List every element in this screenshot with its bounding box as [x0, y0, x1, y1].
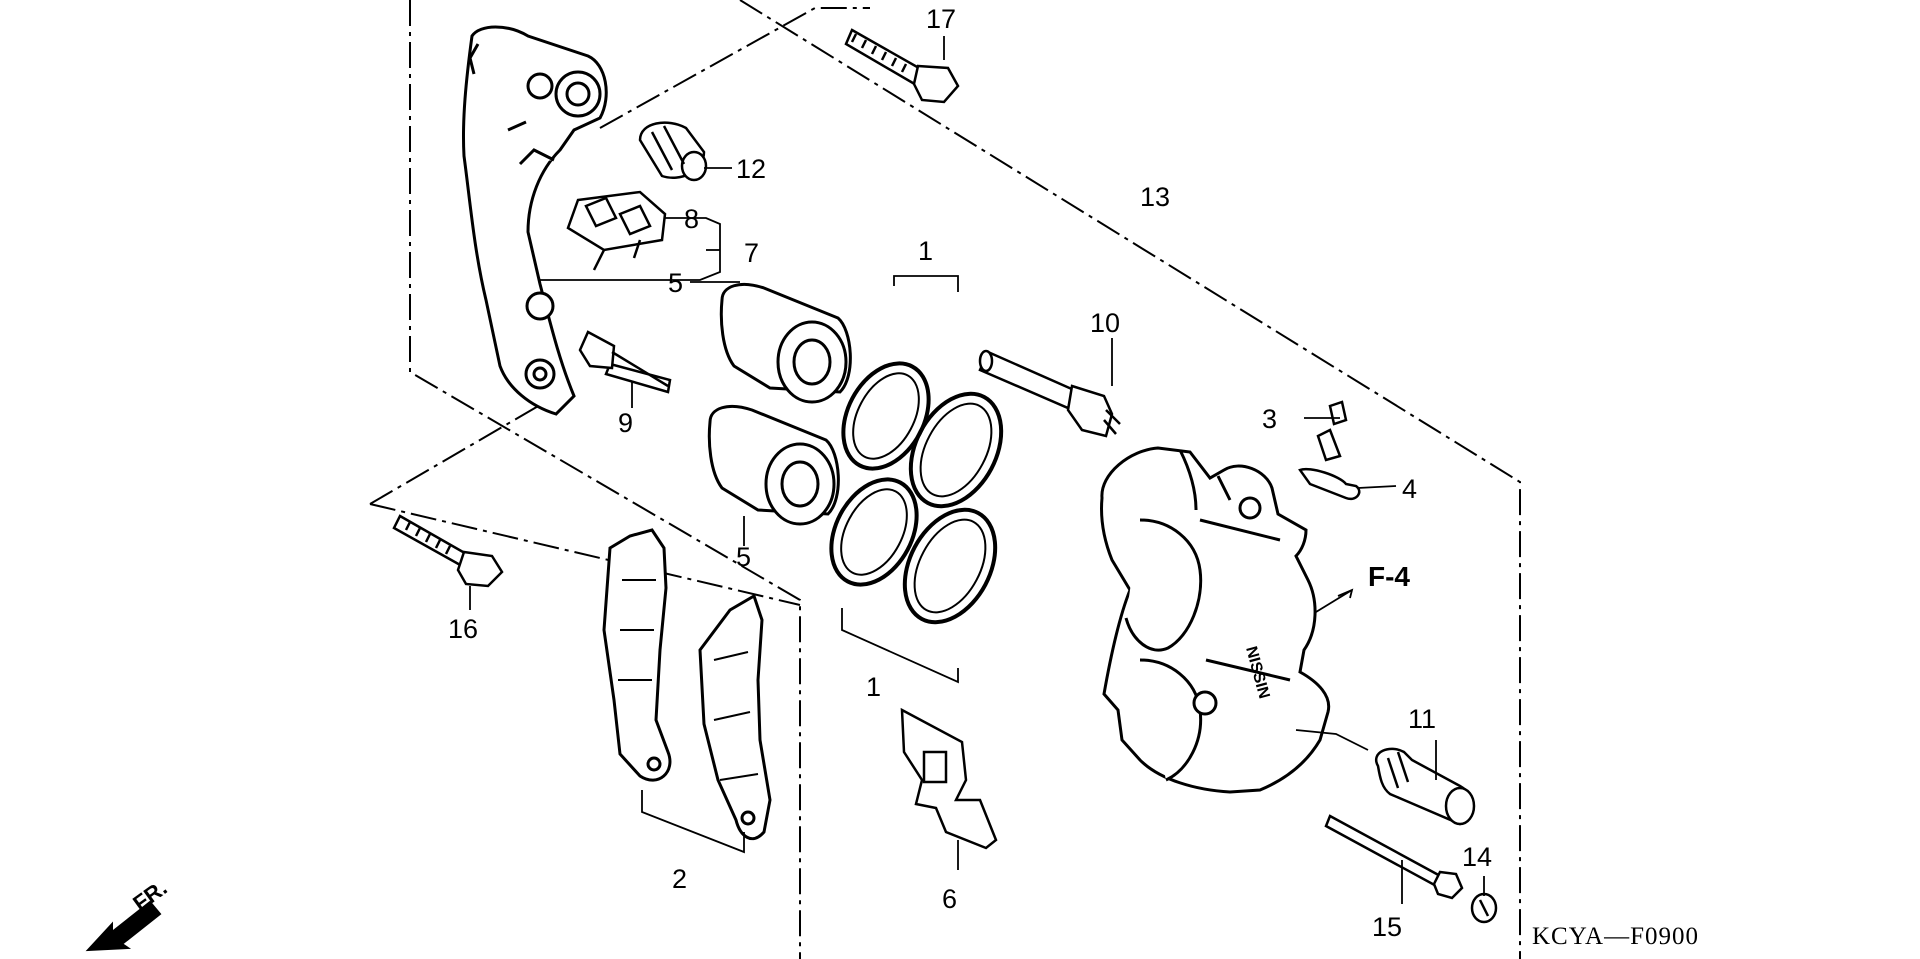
callout-5-lower: 5: [736, 542, 751, 572]
caliper-body-drawing: [1100, 446, 1331, 794]
callout-8: 8: [684, 204, 699, 234]
front-direction-label: FR.: [128, 875, 171, 916]
pin-bolt-9-drawing: [578, 330, 672, 394]
pin-15-drawing: [1324, 814, 1464, 900]
leader-lines: [469, 36, 1485, 904]
callout-16: 16: [448, 614, 478, 644]
callout-10: 10: [1090, 308, 1120, 338]
pad-spring-6-drawing: [900, 707, 998, 850]
callout-17: 17: [926, 4, 956, 34]
diagram-code: KCYA—F0900: [1532, 923, 1699, 950]
callout-15: 15: [1372, 912, 1402, 942]
callout-1-upper: 1: [918, 236, 933, 266]
callout-13: 13: [1140, 182, 1170, 212]
slide-pin-10-drawing: [978, 349, 1121, 438]
callout-14: 14: [1462, 842, 1492, 872]
clip-14-drawing: [1470, 892, 1498, 924]
callout-5-upper: 5: [668, 268, 683, 298]
assembly-boundary: [369, 0, 1521, 959]
front-direction-arrow-icon: [85, 900, 162, 952]
bolt-16-drawing: [392, 514, 504, 588]
bleeder-3-drawing: [1298, 400, 1361, 501]
pistons-5-drawing: [707, 283, 852, 526]
callout-6: 6: [942, 884, 957, 914]
callout-3: 3: [1262, 404, 1277, 434]
brake-pads-2-drawing: [602, 528, 772, 841]
caliper-bracket-drawing: [461, 25, 608, 416]
callout-4: 4: [1402, 474, 1417, 504]
callout-2: 2: [672, 864, 687, 894]
callout-1-lower: 1: [866, 672, 881, 702]
callout-9: 9: [618, 408, 633, 438]
bolt-17-drawing: [844, 28, 960, 104]
seals-1-drawing: [829, 361, 1004, 625]
boot-12-drawing: [638, 121, 708, 182]
part-number-callouts: 17 12 13 8 7 1 5 10 3 9 4 5 16 1 11 2 14…: [448, 4, 1492, 942]
callout-12: 12: [736, 154, 766, 184]
reference-label-f4: F-4: [1368, 561, 1410, 592]
callout-7: 7: [744, 238, 759, 268]
pin-bolt-11-drawing: [1375, 747, 1476, 826]
callout-11: 11: [1408, 704, 1436, 734]
clip-8-drawing: [566, 190, 667, 271]
